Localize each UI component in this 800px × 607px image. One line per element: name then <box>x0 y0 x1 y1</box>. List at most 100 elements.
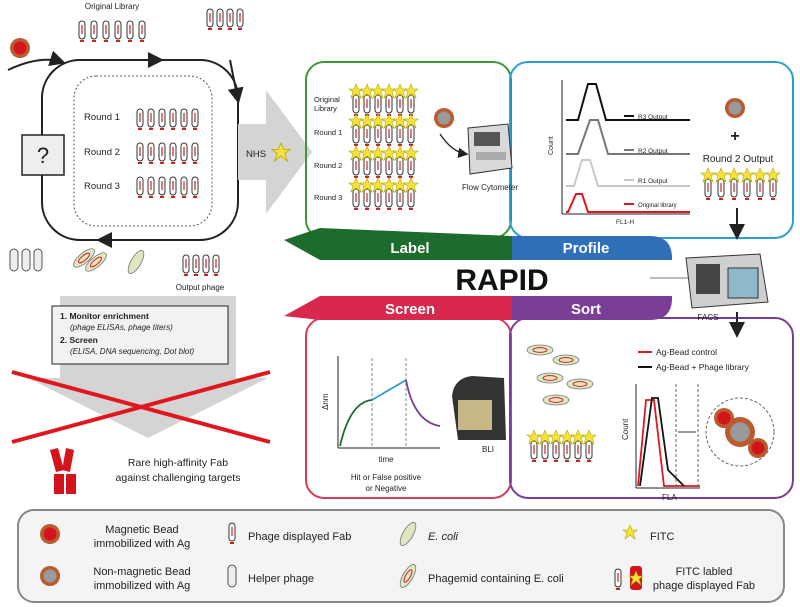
sort-band-text: Sort <box>571 301 601 318</box>
round-phage-icon <box>180 142 188 165</box>
rounds-box <box>73 75 213 227</box>
screen-xlabel: time <box>378 455 394 464</box>
legend-fitc-lab-1: FITC labled <box>676 566 733 578</box>
labeled-phage-icon <box>352 156 360 179</box>
round-phages <box>136 108 199 199</box>
sort-panel-content: Ag-Bead control Ag-Bead + Phage library … <box>526 344 775 502</box>
label-bead-icon <box>434 108 454 128</box>
labeled-phage-icon <box>385 188 393 211</box>
rapid-title: RAPID <box>455 264 548 297</box>
labeled-phage-icon <box>385 124 393 147</box>
legend-fitc-lab-2: phage displayed Fab <box>653 580 755 592</box>
cross-line-2 <box>11 370 271 444</box>
round-2-label: Round 2 <box>84 147 120 158</box>
labeled-phage-icon <box>407 94 415 117</box>
round-phage-icon <box>147 142 155 165</box>
round-phage-icon <box>147 176 155 199</box>
profile-band-text: Profile <box>563 240 610 257</box>
sort-phage-icon <box>585 440 593 463</box>
round2-phage-icon <box>756 178 764 201</box>
labeled-phage-icon <box>385 94 393 117</box>
labeled-phage-icon <box>374 156 382 179</box>
screen-band <box>284 296 512 320</box>
monitor-detail: (phage ELISAs, phage titers) <box>70 323 173 332</box>
sort-library-curve <box>639 397 685 487</box>
profile-xlabel: FL1-H <box>616 219 634 226</box>
flow-cytometer-icon <box>467 123 513 175</box>
legend-nonmagnetic-2: immobilized with Ag <box>94 580 191 592</box>
label-band <box>284 228 512 260</box>
labeled-phage-icon <box>374 94 382 117</box>
flow-cytometer-label: Flow Cytometer <box>462 183 518 192</box>
sort-band <box>512 296 672 320</box>
left-cycle: Original Library Round 1 Round 2 Round 3… <box>7 2 271 494</box>
round2-phage-icon <box>717 178 725 201</box>
legend-magnetic-bead-icon <box>40 524 60 544</box>
legend-helper: Helper phage <box>248 573 314 585</box>
labeled-phage-icon <box>396 188 404 211</box>
labeled-phage-icon <box>352 188 360 211</box>
sort-phage-icon <box>530 440 538 463</box>
screen-caption-1: Hit or False positive <box>351 473 422 482</box>
magnetic-bead-icon <box>10 38 30 58</box>
round2-phage-icon <box>743 178 751 201</box>
sort-phages <box>526 429 597 463</box>
labeled-phage-icon <box>407 188 415 211</box>
labeled-phage-icon <box>363 94 371 117</box>
legend-fitc: FITC <box>650 531 674 543</box>
legend-magnetic-2: immobilized with Ag <box>94 538 191 550</box>
original-library-phages <box>78 20 146 43</box>
output-phages <box>182 254 220 277</box>
labeled-phage-icon <box>363 124 371 147</box>
legend-helper-icon <box>227 564 237 588</box>
plus-sign: + <box>730 128 739 145</box>
facs-label: FACS <box>698 313 719 322</box>
round-phage-icon <box>158 142 166 165</box>
screen-caption-2: or Negative <box>366 484 407 493</box>
profile-panel-content: Count FL1-H R3 Output R2 Output R1 Outpu… <box>548 80 781 240</box>
original-library-label: Original Library <box>85 2 139 11</box>
labeled-phage-icon <box>396 94 404 117</box>
orig-curve <box>566 193 690 213</box>
profile-band <box>512 236 672 260</box>
labeled-phage-icon <box>407 124 415 147</box>
screen-ylabel: Δnm <box>321 393 330 410</box>
labeled-phages <box>348 83 419 211</box>
round-phage-icon <box>169 176 177 199</box>
round2-phage-icon <box>730 178 738 201</box>
entry-arrow <box>7 50 66 71</box>
r3-curve <box>566 83 690 121</box>
legend-r2: R2 Output <box>638 148 668 155</box>
labeled-phage-icon <box>352 94 360 117</box>
round-phage-icon <box>169 108 177 131</box>
facs-icon <box>685 253 769 309</box>
legend-ecoli: E. coli <box>428 531 459 543</box>
legend-orig: Original library <box>638 203 677 209</box>
round-phage-icon <box>180 176 188 199</box>
screen-band-text: Screen <box>385 301 435 318</box>
round-phage-icon <box>169 142 177 165</box>
sort-ylabel: Count <box>621 418 630 440</box>
fab-caption-1: Rare high-affinity Fab <box>128 457 228 469</box>
label-round-3: Round 3 <box>314 193 342 202</box>
labeled-phage-icon <box>352 124 360 147</box>
legend-phagemid: Phagemid containing E. coli <box>428 573 564 585</box>
r2-curve <box>566 119 690 155</box>
nhs-label: NHS <box>246 149 266 160</box>
monitor-box <box>51 305 229 365</box>
fab-caption-2: against challenging targets <box>116 472 241 484</box>
labeled-phage-icon <box>407 156 415 179</box>
sort-phage-icon <box>574 440 582 463</box>
sort-phage-icon <box>541 440 549 463</box>
screen-panel-content: Δnm time Hit or False positive or Negati… <box>321 356 506 493</box>
question-mark: ? <box>37 143 49 168</box>
round-phage-icon <box>180 108 188 131</box>
bli-icon <box>452 376 506 440</box>
round2-phages <box>700 167 781 201</box>
sort-ecoli <box>526 344 594 406</box>
round2-phage-icon <box>769 178 777 201</box>
round-phage-icon <box>136 176 144 199</box>
profile-bead-icon <box>725 98 745 118</box>
legend-box <box>17 509 785 603</box>
